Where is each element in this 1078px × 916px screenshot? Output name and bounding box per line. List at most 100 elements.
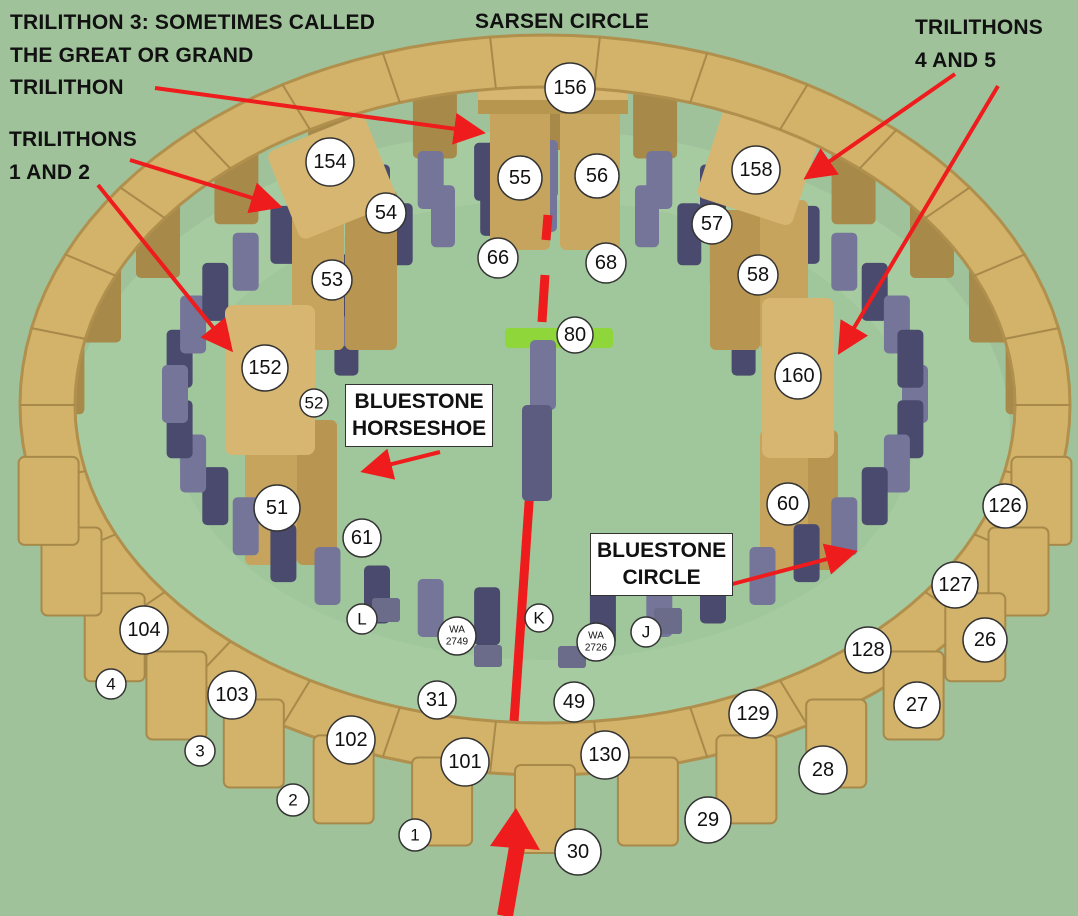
bluestone [232, 497, 259, 556]
stone-marker-104: 104 [119, 605, 169, 655]
arrow-bluestone-horseshoe [360, 448, 441, 480]
label-bluestone-circle-line-1: BLUESTONE [597, 539, 727, 562]
sarsen-upright-front [514, 764, 576, 854]
stone-marker-26: 26 [962, 617, 1008, 663]
stone-marker-57: 57 [691, 203, 733, 245]
annotation-arrows [96, 72, 1000, 916]
stone-number: J [642, 623, 651, 642]
bluestone [270, 524, 297, 583]
stone-marker-128: 128 [844, 626, 892, 674]
stone-number: 80 [564, 324, 586, 346]
marker-wa-line-1: WA [588, 631, 604, 642]
label-trilithons-1-2-line-2: 1 AND 2 [9, 160, 91, 184]
stone-number: 61 [351, 527, 373, 549]
stone-number: 58 [747, 264, 769, 286]
stone-marker-31: 31 [417, 680, 457, 720]
marker-wa-line-1: WA [449, 625, 465, 636]
stone-number: 104 [127, 619, 160, 641]
lintel-joint [779, 84, 809, 131]
stone-number: 27 [906, 694, 928, 716]
stone-marker-51: 51 [253, 484, 301, 532]
label-trilithons-4-5: TRILITHONS 4 AND 5 [915, 12, 1043, 77]
stone-wa2749-block [474, 645, 502, 667]
stone-marker-4: 4 [95, 668, 127, 700]
stone-number: 30 [567, 841, 589, 863]
stone-marker-58: 58 [737, 254, 779, 296]
stone-number: 31 [426, 689, 448, 711]
stone-number: 3 [195, 742, 204, 761]
lintel-joint [858, 129, 898, 170]
stone-marker-55: 55 [497, 155, 543, 201]
stone-marker-66: 66 [477, 237, 519, 279]
stone-marker-127: 127 [931, 561, 979, 609]
bluestone [202, 467, 229, 526]
stone-number: 49 [563, 691, 585, 713]
stone-marker-158: 158 [731, 145, 781, 195]
label-bluestone-horseshoe-line-2: HORSESHOE [352, 417, 487, 441]
stone-number: 51 [266, 497, 288, 519]
stone-number: 53 [321, 269, 343, 291]
bluestone [861, 467, 888, 526]
sarsen-upright-front [17, 455, 80, 546]
stone-marker-102: 102 [326, 715, 376, 765]
sarsen-upright-front [987, 526, 1050, 617]
stone-number: 29 [697, 809, 719, 831]
stone-number: 101 [448, 751, 481, 773]
bluestone [831, 232, 858, 291]
label-trilithon-3: TRILITHON 3: SOMETIMES CALLED THE GREAT … [10, 7, 375, 105]
stone-number: 152 [248, 357, 281, 379]
stone-marker-126: 126 [982, 483, 1028, 529]
stone-number: 158 [739, 159, 772, 181]
stone-marker-54: 54 [365, 192, 407, 234]
lintel-joint [192, 129, 232, 170]
bluestone-axis-2 [522, 405, 552, 501]
stone-marker-130: 130 [580, 730, 630, 780]
stone-number: 129 [736, 703, 769, 725]
stone-l-block [372, 598, 400, 622]
stone-marker-56: 56 [574, 153, 620, 199]
arrow-bluestone-circle [724, 543, 858, 588]
stone-marker-61: 61 [342, 518, 382, 558]
stone-number: 128 [851, 639, 884, 661]
label-trilithon-3-line-1: TRILITHON 3: SOMETIMES CALLED [10, 11, 376, 34]
lintel-joint [119, 186, 166, 219]
stone-marker-3: 3 [184, 735, 216, 767]
stone-number-markers: 156 154 158 55 56 54 57 66 68 53 58 80 152 160 52 51 60 6… [95, 62, 1028, 876]
marker-wa-line-2: 2749 [446, 637, 469, 648]
stone-marker-103: 103 [207, 670, 257, 720]
sarsen-upright-front [145, 650, 208, 741]
bluestone-horseshoe-stone [431, 185, 455, 248]
stone-number: 52 [305, 394, 324, 413]
stone-number: 68 [595, 252, 617, 274]
marker-wa-line-2: 2726 [585, 643, 608, 654]
stone-marker-28: 28 [798, 745, 848, 795]
stone-marker-154: 154 [305, 137, 355, 187]
stone-number: 102 [334, 729, 367, 751]
bluestone [270, 205, 297, 264]
stone-number: 160 [781, 365, 814, 387]
stone-number: 126 [988, 495, 1021, 517]
lintel-joint [689, 52, 709, 103]
stone-marker-101: 101 [440, 737, 490, 787]
label-trilithons-4-5-line-2: 4 AND 5 [915, 48, 997, 72]
stone-marker-60: 60 [766, 482, 810, 526]
stone-number: L [357, 610, 366, 629]
lintel-joint [65, 253, 116, 277]
stone-marker-l: L [346, 603, 378, 635]
lintel-joint [974, 253, 1025, 277]
stone-number: 156 [553, 77, 586, 99]
lintel-joint [779, 679, 809, 726]
bluestone [417, 579, 444, 637]
arrow-trilithon-3 [154, 86, 486, 145]
label-trilithons-1-2-line-1: TRILITHONS [9, 128, 137, 151]
arrow-trilithons-4-5-b [837, 84, 1000, 355]
stone-marker-53: 53 [311, 259, 353, 301]
stone-number: 4 [106, 675, 115, 694]
stone-marker-30: 30 [554, 828, 602, 876]
bluestone [883, 434, 910, 493]
lintel-joint [1004, 327, 1059, 340]
arrow-trilithons-4-5-a [803, 72, 957, 180]
stone-number: 127 [938, 574, 971, 596]
lintel-joint [281, 679, 311, 726]
